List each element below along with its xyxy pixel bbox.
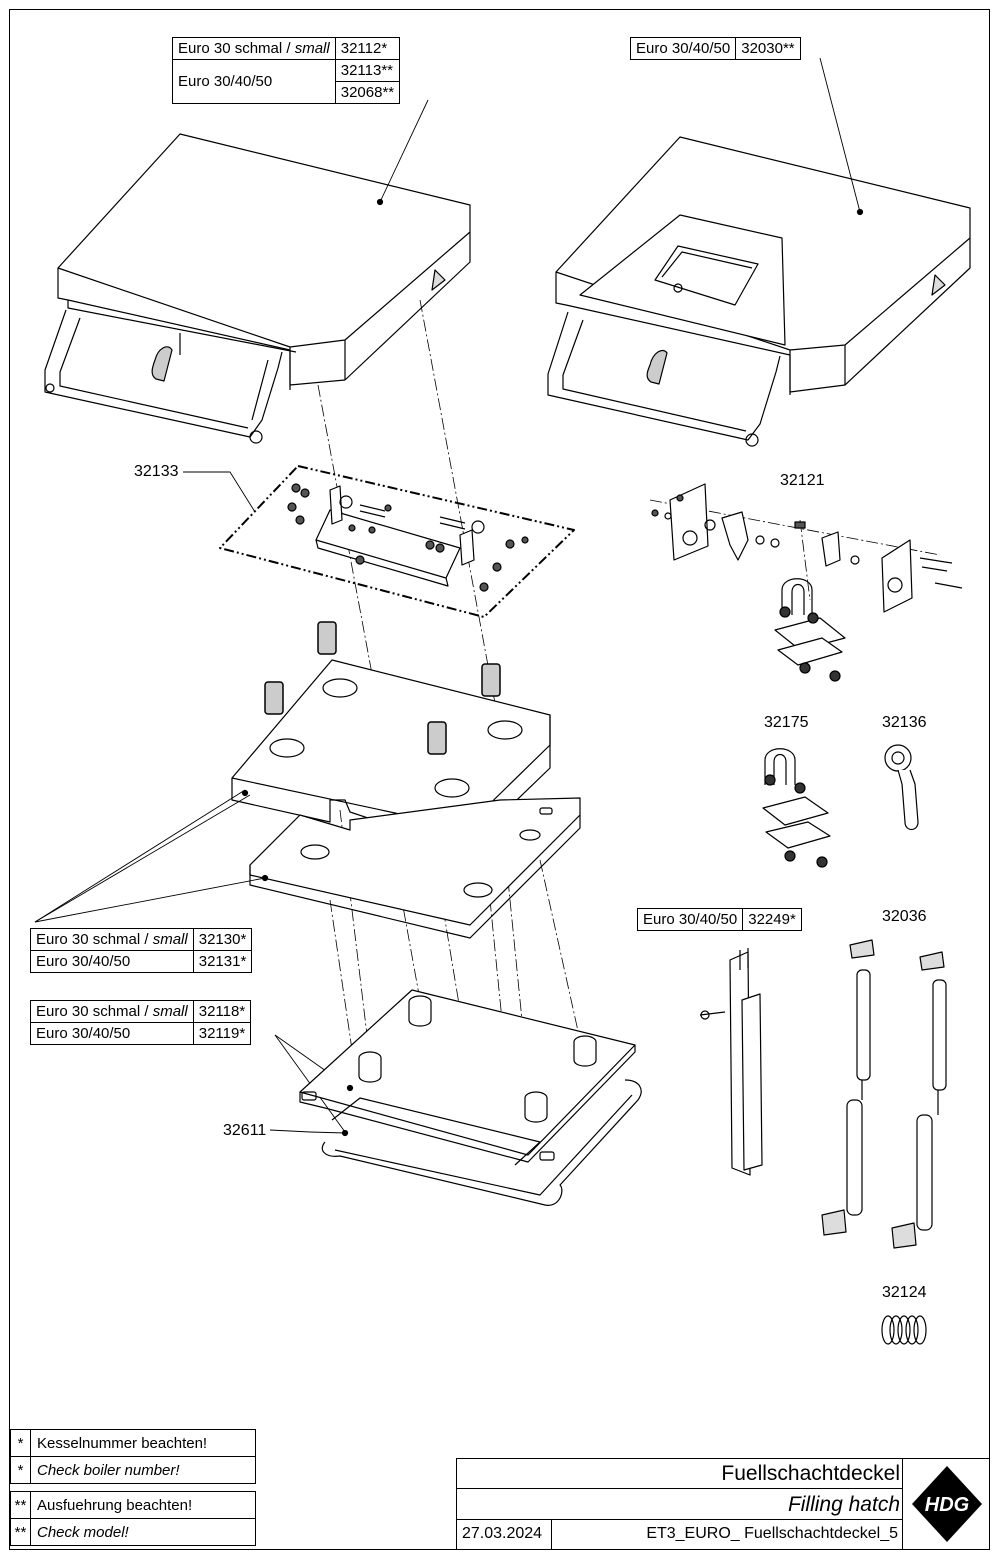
svg-text:HDG: HDG: [925, 1494, 969, 1516]
title-block: Fuellschachtdeckel Filling hatch 27.03.2…: [456, 1458, 990, 1550]
lid-right-illustration: [547, 136, 971, 447]
parts-table-lid-right: Euro 30/40/50 32030**: [629, 37, 801, 60]
hinge-kit-32133: [219, 465, 575, 618]
table-cell-model: Euro 30 schmal / small: [172, 37, 336, 60]
legend-symbol: *: [10, 1429, 31, 1457]
table-cell-part: 32130*: [192, 928, 253, 951]
table-cell-part: 32030**: [735, 37, 801, 60]
title-german: Fuellschachtdeckel: [721, 1462, 900, 1485]
parts-table-bottom-plate: Euro 30 schmal / small 32118* Euro 30/40…: [30, 1000, 252, 1045]
table-cell-part: 32249*: [742, 908, 802, 931]
rod-end-32136: [884, 744, 919, 831]
part-label-32611: 32611: [223, 1122, 267, 1139]
bracket-32175: [762, 748, 831, 868]
part-label-32036: 32036: [882, 908, 927, 925]
drawing-frame: [9, 9, 990, 1550]
part-label-32133: 32133: [134, 463, 179, 480]
legend-symbol: **: [10, 1518, 31, 1546]
table-cell-model: Euro 30 schmal / small: [30, 1000, 194, 1023]
table-cell-model: Euro 30/40/50: [172, 59, 336, 104]
table-cell-model: Euro 30 schmal / small: [30, 928, 194, 951]
hinge-assembly-32121: [651, 483, 963, 682]
drawing-date: 27.03.2024: [462, 1525, 543, 1542]
legend-text: Check model!: [30, 1518, 256, 1546]
lid-left-illustration: [44, 133, 471, 444]
part-label-32121: 32121: [780, 472, 825, 489]
legend-text: Ausfuehrung beachten!: [30, 1491, 256, 1519]
legend-text: Check boiler number!: [30, 1456, 256, 1484]
table-cell-part: 32119*: [192, 1022, 252, 1045]
legend-text: Kesselnummer beachten!: [30, 1429, 256, 1457]
drawing-id: ET3_EURO_ Fuellschachtdeckel_5: [646, 1525, 898, 1542]
table-cell-part: 32113**: [334, 59, 401, 82]
table-cell-model: Euro 30/40/50: [30, 1022, 194, 1045]
insulation-block: [231, 621, 551, 851]
part-label-32175: 32175: [764, 714, 809, 731]
table-cell-model: Euro 30/40/50: [629, 37, 737, 60]
hdg-logo: HDG: [912, 1466, 982, 1542]
table-cell-part: 32118*: [192, 1000, 252, 1023]
part-label-32136: 32136: [882, 714, 927, 731]
sheet-tray: [249, 797, 581, 939]
legend-model: ** Ausfuehrung beachten! ** Check model!: [10, 1491, 256, 1546]
legend-boiler-number: * Kesselnummer beachten! * Check boiler …: [10, 1429, 256, 1484]
part-label-32124: 32124: [882, 1284, 927, 1301]
arm-32249: [699, 948, 763, 1176]
table-cell-part: 32112*: [334, 37, 401, 60]
legend-symbol: **: [10, 1491, 31, 1519]
spring-32124: [881, 1315, 927, 1345]
gas-springs-32036: [821, 939, 947, 1249]
table-cell-model: Euro 30/40/50: [30, 950, 194, 973]
parts-table-lid-left: Euro 30 schmal / small 32112* Euro 30/40…: [172, 37, 401, 104]
bottom-plate: [299, 989, 642, 1206]
legend-symbol: *: [10, 1456, 31, 1484]
table-cell-model: Euro 30/40/50: [636, 908, 744, 931]
parts-table-arm: Euro 30/40/50 32249*: [636, 908, 802, 931]
parts-table-insulation: Euro 30 schmal / small 32130* Euro 30/40…: [30, 928, 253, 973]
title-english: Filling hatch: [787, 1493, 900, 1516]
table-cell-part: 32131*: [192, 950, 253, 973]
table-cell-part: 32068**: [334, 81, 401, 104]
